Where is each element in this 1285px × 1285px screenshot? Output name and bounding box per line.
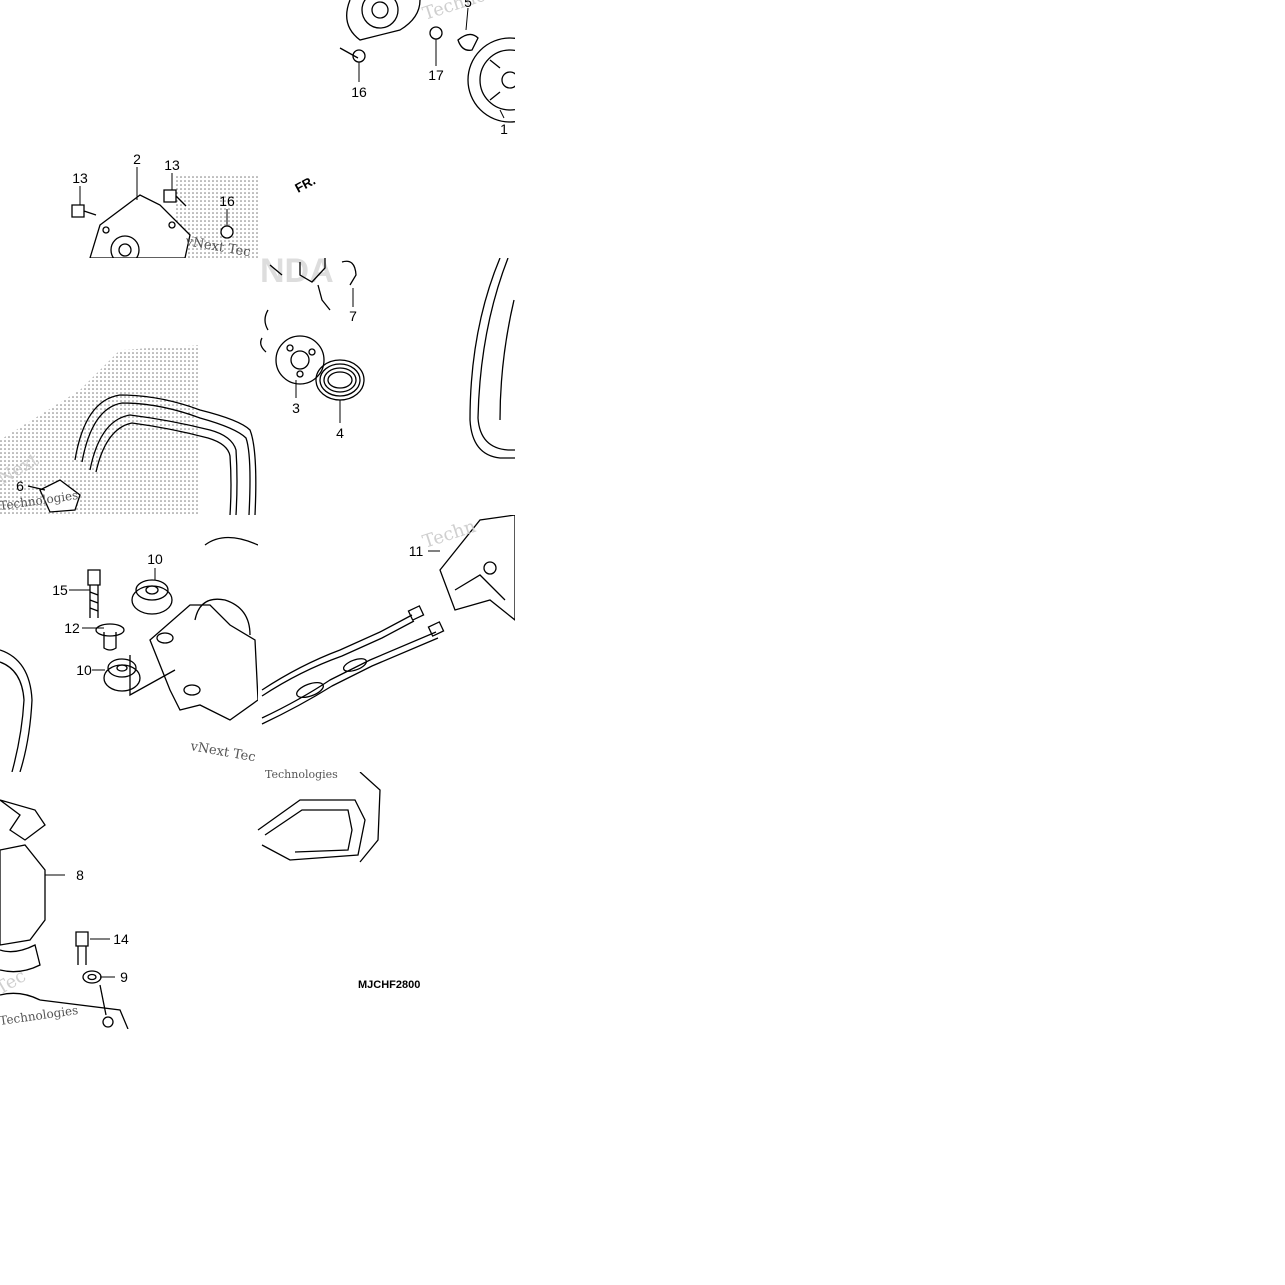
hose-lower xyxy=(89,414,238,515)
tile-cover-assembly xyxy=(0,799,129,1029)
callout-16-lower: 16 xyxy=(219,193,235,209)
callout-14: 14 xyxy=(113,931,129,947)
svg-text:NDA: NDA xyxy=(260,252,334,290)
grommet-10-lower xyxy=(103,664,141,692)
tile-cable-assembly xyxy=(261,515,515,725)
callout-4: 4 xyxy=(336,425,344,441)
tile-spring-assembly: NDA xyxy=(260,252,515,459)
connector xyxy=(0,799,46,841)
watermark: Technologies xyxy=(265,768,338,781)
watermark: vNext Tec xyxy=(188,739,256,765)
cover-8 xyxy=(0,844,46,946)
callout-10-lower: 10 xyxy=(76,662,92,678)
spring-4 xyxy=(315,359,365,401)
bolt-14 xyxy=(75,931,89,965)
tile-mount-assembly xyxy=(0,536,258,772)
callout-12: 12 xyxy=(64,620,80,636)
callout-1: 1 xyxy=(500,121,508,137)
drawing-code: MJCHF2800 xyxy=(358,979,420,991)
mount-bracket xyxy=(149,604,258,721)
tile-bracket-assembly xyxy=(71,175,302,258)
pulley-1-inner xyxy=(479,49,515,111)
bracket-6 xyxy=(39,479,81,513)
callout-13-left: 13 xyxy=(72,170,88,186)
callout-11: 11 xyxy=(409,543,424,559)
watermark: Techno xyxy=(420,0,489,25)
front-arrow-icon xyxy=(268,196,302,216)
bolt-13-left xyxy=(71,204,97,218)
adjuster-7 xyxy=(269,258,331,311)
callout-8: 8 xyxy=(76,867,84,883)
callout-3: 3 xyxy=(292,400,300,416)
belt xyxy=(469,258,515,459)
nut-17 xyxy=(429,26,443,40)
hose-upper xyxy=(74,394,257,515)
cable-lower xyxy=(261,631,437,719)
tile-housing-fragment xyxy=(257,772,381,863)
leader-lines xyxy=(45,7,505,978)
callout-9: 9 xyxy=(120,969,128,985)
pulley-housing xyxy=(346,0,421,41)
callout-16-upper: 16 xyxy=(351,84,367,100)
watermark: Techn xyxy=(420,516,479,553)
callout-15: 15 xyxy=(52,582,68,598)
callout-5: 5 xyxy=(464,0,472,10)
callout-17: 17 xyxy=(428,67,444,83)
callout-7: 7 xyxy=(349,308,357,324)
callout-10-upper: 10 xyxy=(147,551,163,567)
watermark: Technologies xyxy=(0,1003,79,1028)
callouts: 1 2 3 4 5 6 7 8 9 10 10 11 12 13 13 14 1… xyxy=(16,0,508,985)
washer-12 xyxy=(95,623,125,637)
nut-16 xyxy=(220,225,234,239)
plate-3 xyxy=(275,335,325,385)
tile-hoses xyxy=(0,345,257,515)
cover-11 xyxy=(439,515,515,621)
pulley-hub xyxy=(361,0,399,29)
pulley-hub-inner xyxy=(371,1,389,19)
callout-6: 6 xyxy=(16,478,24,494)
bracket-2 xyxy=(89,194,191,258)
cable-upper xyxy=(261,614,413,691)
front-direction-label: FR. xyxy=(292,173,318,196)
callout-2: 2 xyxy=(133,151,141,167)
pulley-1 xyxy=(467,37,515,123)
callout-13-right: 13 xyxy=(164,157,180,173)
washer-9 xyxy=(82,970,102,984)
clip-5 xyxy=(457,33,479,51)
